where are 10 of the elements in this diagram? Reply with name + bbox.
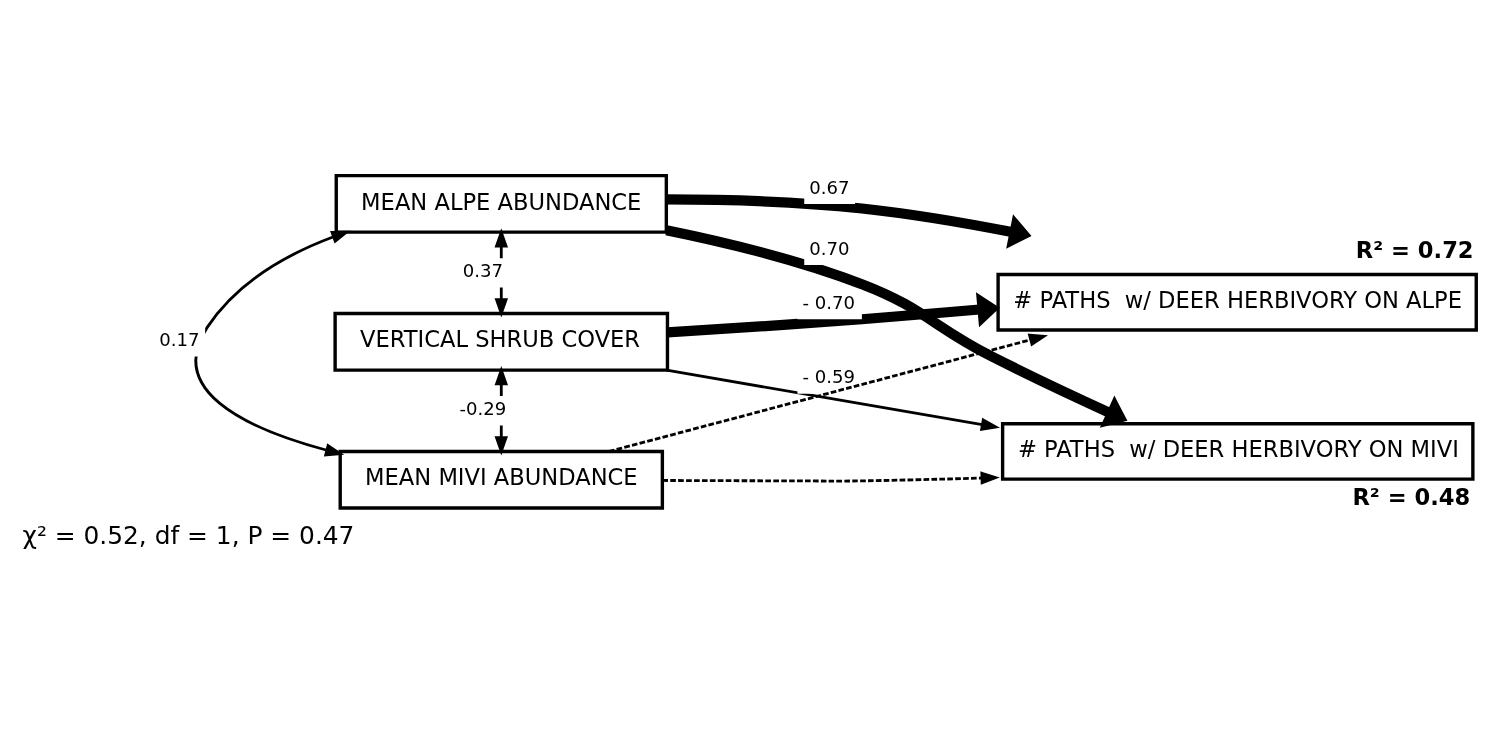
edge-label: 0.67 <box>808 176 850 198</box>
caption: χ² = 0.52, df = 1, P = 0.47 <box>22 520 354 550</box>
edge-label: - 0.70 <box>802 291 855 313</box>
node-label: R² = 0.72 <box>1355 236 1474 263</box>
edge-label: - 0.59 <box>802 365 855 387</box>
edge-label: 0.37 <box>462 259 503 281</box>
edge-label: 0.17 <box>158 328 200 350</box>
edge-label: -0.29 <box>458 397 506 419</box>
edge-label: 0.70 <box>808 237 850 259</box>
node-label: R² = 0.48 <box>1351 483 1470 510</box>
